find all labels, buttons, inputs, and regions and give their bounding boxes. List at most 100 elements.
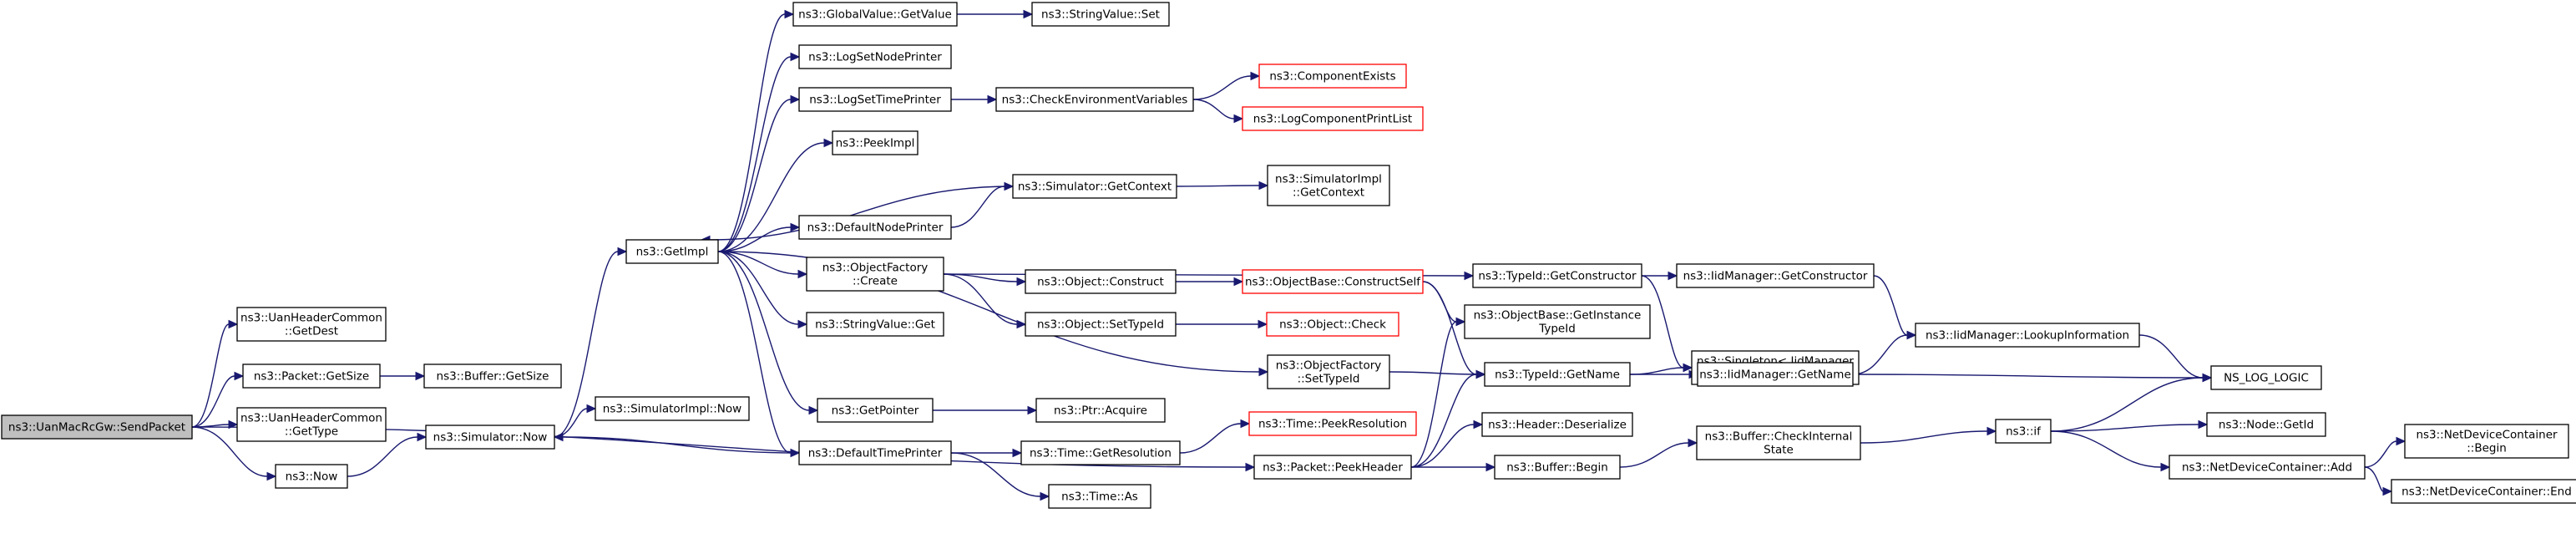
node-iid-lookup[interactable]: ns3::IidManager::LookupInformation [1915, 323, 2140, 348]
node-label: ns3::ComponentExists [1269, 70, 1395, 84]
node-logsettime[interactable]: ns3::LogSetTimePrinter [798, 87, 952, 112]
node-iid-getname[interactable]: ns3::IidManager::GetName [1697, 362, 1854, 387]
node-defnodeprinter[interactable]: ns3::DefaultNodePrinter [798, 215, 952, 240]
node-getpointer[interactable]: ns3::GetPointer [817, 398, 934, 423]
edge-getpointer-to-ptr-acquire [932, 405, 1038, 415]
edge-tid-getname-to-singleton-get [1629, 363, 1693, 375]
node-obj-check[interactable]: ns3::Object::Check [1266, 312, 1399, 337]
edge-logsettime-to-checkenv [950, 94, 998, 104]
edge-checkenv-to-logcomplist [1192, 99, 1244, 124]
node-ob-constructself[interactable]: ns3::ObjectBase::ConstructSelf [1242, 269, 1424, 294]
edge-line [1422, 281, 1457, 323]
node-sv-get[interactable]: ns3::StringValue::Get [806, 312, 944, 337]
edge-obj-settypeid-to-obj-check [1175, 319, 1268, 329]
edge-deftimeprinter-to-sim-now [553, 432, 800, 454]
node-box [1, 414, 193, 440]
node-now[interactable]: ns3::Now [275, 464, 348, 489]
node-deftimeprinter[interactable]: ns3::DefaultTimePrinter [798, 440, 952, 465]
node-buf-begin[interactable]: ns3::Buffer::Begin [1494, 455, 1621, 480]
edge-arrowhead [1016, 277, 1027, 287]
node-ndc-end[interactable]: ns3::NetDeviceContainer::End [2391, 479, 2576, 504]
node-ndc-add[interactable]: ns3::NetDeviceContainer::Add [2169, 455, 2366, 480]
node-of-create[interactable]: ns3::ObjectFactory::Create [806, 257, 944, 292]
node-sim-getcontext[interactable]: ns3::Simulator::GetContext [1012, 174, 1177, 199]
edge-line [717, 142, 825, 252]
edge-arrowhead [1016, 319, 1027, 329]
edge-arrowhead [2396, 436, 2406, 446]
node-time-getres[interactable]: ns3::Time::GetResolution [1020, 440, 1181, 465]
node-simimpl-getcontext[interactable]: ns3::SimulatorImpl::GetContext [1267, 165, 1390, 206]
node-ptr-acquire[interactable]: ns3::Ptr::Acquire [1035, 398, 1166, 423]
node-compexists[interactable]: ns3::ComponentExists [1258, 64, 1407, 89]
edge-arrowhead [228, 419, 239, 430]
node-box [792, 2, 958, 27]
edge-iid-getname-to-iid-lookup [1852, 330, 1917, 375]
edge-deftimeprinter-to-time-getres [950, 448, 1023, 458]
node-of-settypeid[interactable]: ns3::ObjectFactory::SetTypeId [1267, 354, 1390, 389]
node-box [1696, 425, 1861, 460]
edge-arrowhead [1240, 419, 1251, 429]
node-gv-getvalue[interactable]: ns3::GlobalValue::GetValue [792, 2, 958, 27]
node-gettype[interactable]: ns3::UanHeaderCommon::GetType [236, 407, 387, 442]
node-root[interactable]: ns3::UanMacRcGw::SendPacket [1, 414, 193, 440]
node-tid-getname[interactable]: ns3::TypeId::GetName [1484, 362, 1631, 387]
node-logcomplist[interactable]: ns3::LogComponentPrintList [1242, 106, 1424, 131]
node-tid-getctor[interactable]: ns3::TypeId::GetConstructor [1472, 263, 1642, 288]
node-label: State [1764, 444, 1794, 457]
edge-arrowhead [2160, 462, 2171, 472]
edge-arrowhead [234, 371, 245, 381]
node-checkenv[interactable]: ns3::CheckEnvironmentVariables [995, 87, 1194, 112]
node-simimpl-now[interactable]: ns3::SimulatorImpl::Now [595, 396, 750, 421]
edge-of-create-to-obj-settypeid [943, 273, 1027, 329]
node-box [798, 87, 952, 112]
node-label: ns3::DefaultTimePrinter [808, 447, 943, 460]
node-label: ::GetContext [1293, 186, 1364, 200]
node-label: ns3::ObjectBase::ConstructSelf [1245, 276, 1421, 289]
node-buf-getsize[interactable]: ns3::Buffer::GetSize [423, 364, 562, 389]
edge-getimpl-to-of-settypeid [717, 251, 1269, 377]
node-box [1031, 2, 1170, 27]
node-hdr-deserialize[interactable]: ns3::Header::Deserialize [1481, 412, 1633, 437]
edge-arrowhead [1464, 271, 1475, 281]
edge-pkt-peekheader-to-hdr-deserialize [1410, 419, 1484, 468]
node-box [817, 398, 934, 423]
node-logsetnode[interactable]: ns3::LogSetNodePrinter [798, 44, 952, 69]
node-box [1481, 412, 1633, 437]
edge-root-to-getdest [191, 319, 239, 428]
node-label: ns3::IidManager::LookupInformation [1926, 329, 2129, 343]
node-obj-construct[interactable]: ns3::Object::Construct [1025, 269, 1177, 294]
edge-arrowhead [987, 94, 998, 104]
edge-arrowhead [2198, 419, 2209, 430]
node-box [423, 364, 562, 389]
node-pkt-getsize[interactable]: ns3::Packet::GetSize [242, 364, 381, 389]
node-box [625, 239, 719, 264]
node-ns-log-logic[interactable]: NS_LOG_LOGIC [2210, 365, 2322, 390]
node-iid-getctor[interactable]: ns3::IidManager::GetConstructor [1676, 263, 1875, 288]
node-label: ns3::GetImpl [636, 246, 709, 259]
node-label: ns3::Object::Construct [1037, 276, 1164, 289]
node-sv-set[interactable]: ns3::StringValue::Set [1031, 2, 1170, 27]
edge-line [1852, 374, 2204, 379]
edge-line [1410, 321, 1457, 468]
node-box [1915, 323, 2140, 348]
edge-line [717, 251, 799, 275]
node-label: ::Create [853, 275, 898, 288]
node-box [832, 130, 919, 155]
node-getdest[interactable]: ns3::UanHeaderCommon::GetDest [236, 307, 387, 342]
node-pkt-peekheader[interactable]: ns3::Packet::PeekHeader [1253, 455, 1412, 480]
node-obj-settypeid[interactable]: ns3::Object::SetTypeId [1025, 312, 1177, 337]
node-box [2404, 424, 2569, 459]
edge-arrowhead [2382, 486, 2393, 496]
node-getimpl[interactable]: ns3::GetImpl [625, 239, 719, 264]
node-time-as[interactable]: ns3::Time::As [1048, 484, 1151, 509]
node-box [1267, 354, 1390, 389]
node-peekimpl[interactable]: ns3::PeekImpl [832, 130, 919, 155]
node-ndc-begin[interactable]: ns3::NetDeviceContainer::Begin [2404, 424, 2569, 459]
node-sim-now[interactable]: ns3::Simulator::Now [425, 425, 555, 450]
node-node-getid[interactable]: ns3::Node::GetId [2206, 412, 2326, 437]
node-time-peekres[interactable]: ns3::Time::PeekResolution [1248, 411, 1417, 436]
node-if[interactable]: ns3::if [1995, 419, 2052, 444]
edge-arrowhead [790, 94, 801, 104]
